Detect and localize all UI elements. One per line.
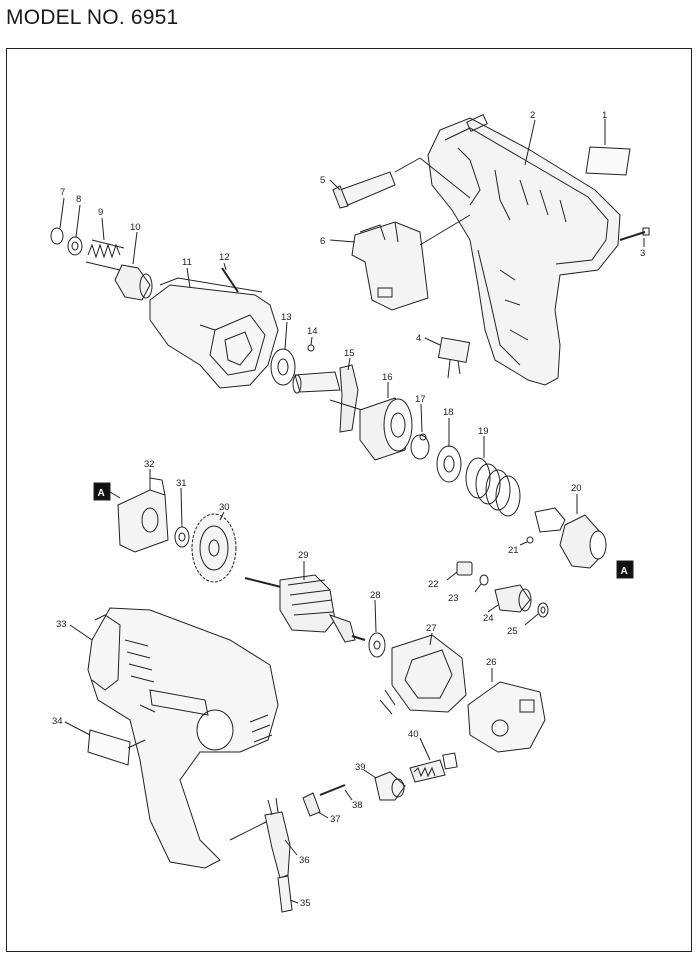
- ball-bearing-part-28: [368, 632, 386, 658]
- part-number-20: 20: [571, 483, 582, 494]
- ball-bearing-part-31: [174, 526, 190, 548]
- part-number-37: 37: [330, 814, 341, 825]
- screw-part-38: [319, 784, 346, 796]
- steel-ball-part-21: [526, 536, 534, 544]
- part-number-15: 15: [344, 348, 355, 359]
- part-number-10: 10: [130, 222, 141, 233]
- part-number-19: 19: [478, 426, 489, 437]
- clutch-cam-part-16: [359, 397, 413, 461]
- part-number-7: 7: [60, 187, 65, 198]
- steel-ball-part-14: [307, 344, 315, 352]
- cord-guard-part-36: [264, 797, 291, 879]
- compression-spring-part-19: [465, 457, 521, 517]
- part-number-3: 3: [640, 248, 645, 259]
- noise-suppressor-part-4: [437, 337, 471, 379]
- bushing-part-22: [456, 561, 473, 576]
- washer-part-23: [479, 574, 489, 586]
- part-number-callouts: 1 2 3 4 5 6 7 8 9 10 11 12 13 14 15 16 1…: [52, 110, 645, 909]
- reference-marker-a-left-label: A: [98, 488, 105, 499]
- spring-part-9: [85, 239, 125, 271]
- part-number-1: 1: [602, 110, 607, 121]
- washer-part-18: [436, 445, 462, 483]
- part-number-14: 14: [307, 326, 318, 337]
- part-number-26: 26: [486, 657, 497, 668]
- washer-part-25: [537, 602, 549, 618]
- part-number-5: 5: [320, 175, 325, 186]
- bearing-box-part-32: [117, 477, 169, 553]
- part-number-38: 38: [352, 800, 363, 811]
- part-number-21: 21: [508, 545, 519, 556]
- part-number-27: 27: [426, 623, 437, 634]
- part-number-22: 22: [428, 579, 439, 590]
- diagram-frame: [6, 48, 692, 952]
- part-number-24: 24: [483, 613, 494, 624]
- part-number-18: 18: [443, 407, 454, 418]
- part-number-25: 25: [507, 626, 518, 637]
- part-number-33: 33: [56, 619, 67, 630]
- brush-holder-cap-part-39: [374, 771, 406, 801]
- part-number-32: 32: [144, 459, 155, 470]
- part-number-28: 28: [370, 590, 381, 601]
- part-number-17: 17: [415, 394, 426, 405]
- reversing-lever-part-5: [332, 171, 396, 209]
- washer-part-13: [270, 348, 296, 386]
- spindle-part-15: [292, 364, 363, 433]
- reference-marker-a-left: [93, 482, 111, 501]
- part-number-30: 30: [219, 502, 230, 513]
- switch-part-6: [351, 221, 429, 311]
- part-number-9: 9: [98, 207, 103, 218]
- housing-half-part-2: [427, 114, 621, 386]
- part-number-6: 6: [320, 236, 325, 247]
- part-number-23: 23: [448, 593, 459, 604]
- part-number-8: 8: [76, 194, 81, 205]
- part-number-11: 11: [182, 257, 192, 268]
- part-number-12: 12: [219, 252, 230, 263]
- part-number-39: 39: [355, 762, 366, 773]
- o-ring-part-17: [410, 434, 430, 460]
- housing-set-part-33: [87, 607, 279, 869]
- label-plate-part-1: [585, 146, 631, 176]
- retaining-ring-part-7: [50, 227, 64, 245]
- reference-marker-a-right-label: A: [621, 566, 628, 577]
- part-number-13: 13: [281, 312, 292, 323]
- brush-holder-part-26: [467, 681, 546, 753]
- cord-part-35: [277, 875, 293, 913]
- reference-marker-a-right: [616, 560, 634, 579]
- label-plate-part-34: [87, 729, 131, 766]
- field-part-27: [379, 634, 467, 715]
- part-number-34: 34: [52, 716, 63, 727]
- part-number-31: 31: [176, 478, 187, 489]
- screw-part-12: [221, 267, 239, 293]
- sleeve-part-10: [114, 264, 153, 301]
- pinion-part-24: [494, 584, 532, 613]
- model-title: MODEL NO. 6951: [6, 6, 179, 29]
- armature-part-29: [244, 574, 366, 643]
- part-number-16: 16: [382, 372, 393, 383]
- part-number-40: 40: [408, 729, 419, 740]
- part-number-35: 35: [300, 898, 311, 909]
- part-number-2: 2: [530, 110, 535, 121]
- washer-part-8: [67, 236, 83, 256]
- clutch-part-20: [534, 507, 607, 569]
- strain-relief-part-37: [302, 792, 321, 817]
- part-number-4: 4: [416, 333, 421, 344]
- part-number-36: 36: [299, 855, 310, 866]
- screw-part-3: [619, 227, 650, 241]
- carbon-brush-part-40: [409, 752, 458, 783]
- gear-housing-part-11: [149, 277, 279, 389]
- part-number-29: 29: [298, 550, 309, 561]
- spur-gear-part-30: [191, 513, 237, 583]
